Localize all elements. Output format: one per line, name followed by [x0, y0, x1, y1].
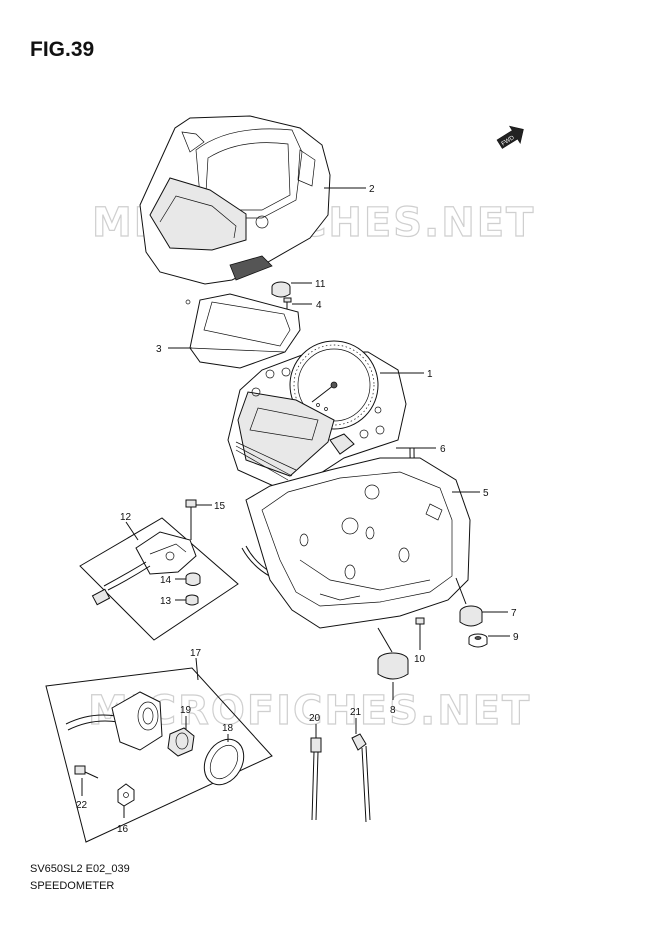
sensor-bracket-part	[91, 531, 197, 606]
part-number-9: 9	[513, 632, 519, 643]
screw-part-15	[185, 499, 197, 540]
fwd-arrow-icon: FWD	[496, 125, 524, 149]
screw-part-13	[185, 594, 199, 606]
part-number-12: 12	[120, 512, 132, 523]
clamp-part-16	[117, 783, 135, 807]
part-number-5: 5	[483, 488, 489, 499]
part-number-17: 17	[190, 648, 202, 659]
part-number-19: 19	[180, 705, 192, 716]
part-number-1: 1	[427, 369, 433, 380]
part-number-2: 2	[369, 184, 375, 195]
part-group-17-box	[45, 667, 273, 843]
part-number-6: 6	[440, 444, 446, 455]
diagram-code: SV650SL2 E02_039	[30, 863, 130, 875]
meter-case-part	[245, 457, 471, 629]
part-group-12-box	[79, 517, 239, 641]
grommet-part-8	[377, 627, 409, 680]
part-number-3: 3	[156, 344, 162, 355]
ring-part-18	[203, 738, 245, 786]
cable-tie-part-20	[310, 737, 322, 821]
part-number-8: 8	[390, 705, 396, 716]
bolt-part-22	[74, 765, 99, 779]
bulb-socket-part	[65, 691, 163, 751]
meter-assembly-part	[227, 340, 407, 489]
screw-part-10	[415, 617, 425, 640]
part-number-18: 18	[222, 723, 234, 734]
bulb-part-19	[167, 727, 195, 757]
cable-tie-part-21	[351, 733, 371, 823]
part-number-14: 14	[160, 575, 172, 586]
meter-cover-part	[139, 115, 331, 285]
part-number-16: 16	[117, 824, 129, 835]
collar-part-14	[185, 572, 201, 586]
part-number-13: 13	[160, 596, 172, 607]
part-number-20: 20	[309, 713, 321, 724]
part-number-22: 22	[76, 800, 88, 811]
lens-panel-part	[185, 293, 301, 369]
part-number-11: 11	[315, 279, 326, 290]
figure-title: FIG.39	[30, 38, 95, 61]
diagram-name: SPEEDOMETER	[30, 880, 115, 892]
part-number-21: 21	[350, 707, 362, 718]
collar-part-9	[468, 633, 488, 648]
cushion-grommet-part	[271, 281, 291, 298]
leader-17	[195, 657, 199, 681]
part-number-10: 10	[414, 654, 426, 665]
part-number-7: 7	[511, 608, 517, 619]
leader-12	[125, 521, 139, 541]
part-number-4: 4	[316, 300, 322, 311]
part-number-15: 15	[214, 501, 226, 512]
grommet-part-7	[455, 577, 483, 627]
